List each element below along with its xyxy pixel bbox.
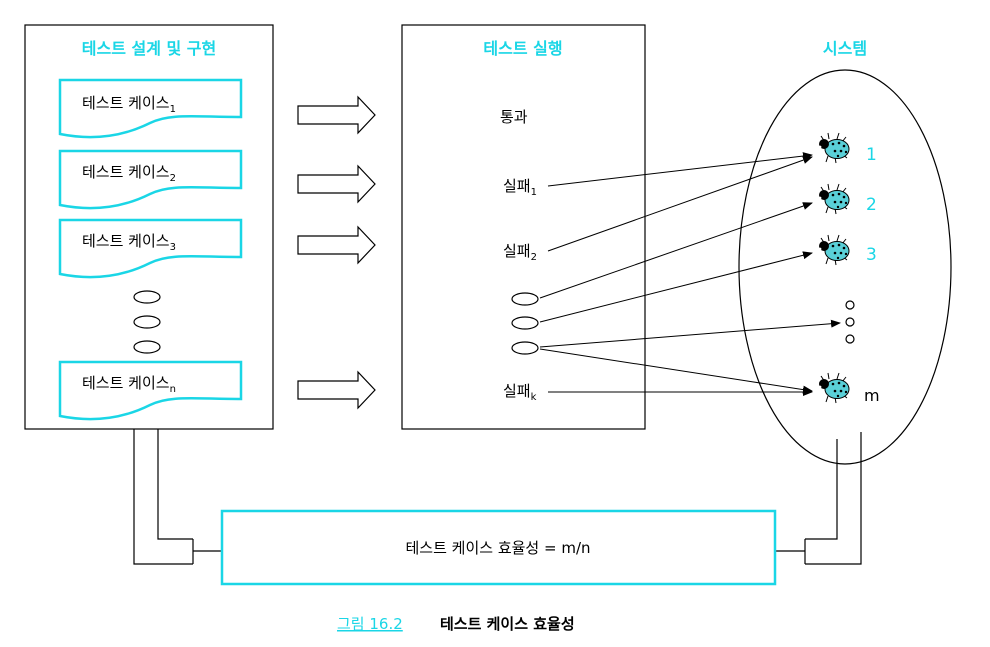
execution-title: 테스트 실행 (483, 39, 562, 58)
test-case-label: 테스트 케이스 (82, 94, 170, 112)
failure-k: 실패k (503, 382, 537, 403)
failure-index: k (531, 392, 537, 403)
svg-text:테스트 케이스1: 테스트 케이스1 (82, 94, 176, 115)
left-connector (133, 429, 222, 565)
test-case-label: 테스트 케이스 (82, 232, 170, 250)
test-case-label: 테스트 케이스 (82, 163, 170, 181)
test-case-doc-2: 테스트 케이스2 (58, 149, 243, 210)
test-case-index: n (170, 384, 176, 395)
block-arrow-3 (297, 225, 376, 265)
failure-label: 실패 (503, 382, 531, 400)
execution-box (401, 24, 646, 430)
pass-label: 통과 (500, 108, 528, 126)
system-title: 시스템 (823, 39, 867, 58)
figure-number: 그림 16.2 (337, 615, 403, 633)
test-case-index: 1 (170, 104, 176, 115)
test-case-index: 3 (170, 242, 176, 253)
failure-to-bug-arrows (539, 152, 841, 396)
test-case-doc-3: 테스트 케이스3 (58, 218, 243, 279)
svg-text:테스트 케이스2: 테스트 케이스2 (82, 163, 176, 184)
test-case-doc-1: 테스트 케이스1 (58, 78, 243, 139)
figure-caption: 테스트 케이스 효율성 (440, 615, 575, 633)
efficiency-formula: 테스트 케이스 효율성 = m/n (405, 539, 590, 557)
bug-label-m: m (864, 386, 880, 405)
block-arrow-2 (297, 164, 376, 204)
failure-2: 실패2 (503, 242, 537, 263)
svg-text:테스트 케이스n: 테스트 케이스n (82, 374, 176, 395)
block-arrow-1 (297, 95, 376, 135)
failure-1: 실패1 (503, 177, 537, 198)
ellipsis-dots-execution (511, 292, 539, 355)
bug-label-3: 3 (866, 245, 877, 265)
failure-index: 2 (531, 252, 537, 263)
failure-index: 1 (531, 187, 537, 198)
test-case-doc-n: 테스트 케이스n (58, 360, 243, 421)
right-connector (775, 432, 862, 565)
failure-label: 실패 (503, 177, 531, 195)
ellipsis-dots-design (133, 290, 161, 354)
failure-label: 실패 (503, 242, 531, 260)
svg-text:테스트 케이스3: 테스트 케이스3 (82, 232, 176, 253)
efficiency-box (220, 509, 777, 586)
design-title: 테스트 설계 및 구현 (82, 39, 216, 58)
block-arrow-n (297, 370, 376, 410)
test-case-label: 테스트 케이스 (82, 374, 170, 392)
test-case-index: 2 (170, 173, 176, 184)
bug-label-1: 1 (866, 145, 877, 165)
ellipsis-dots-system (845, 300, 855, 344)
bug-label-2: 2 (866, 195, 877, 215)
system-ellipse (738, 69, 952, 465)
